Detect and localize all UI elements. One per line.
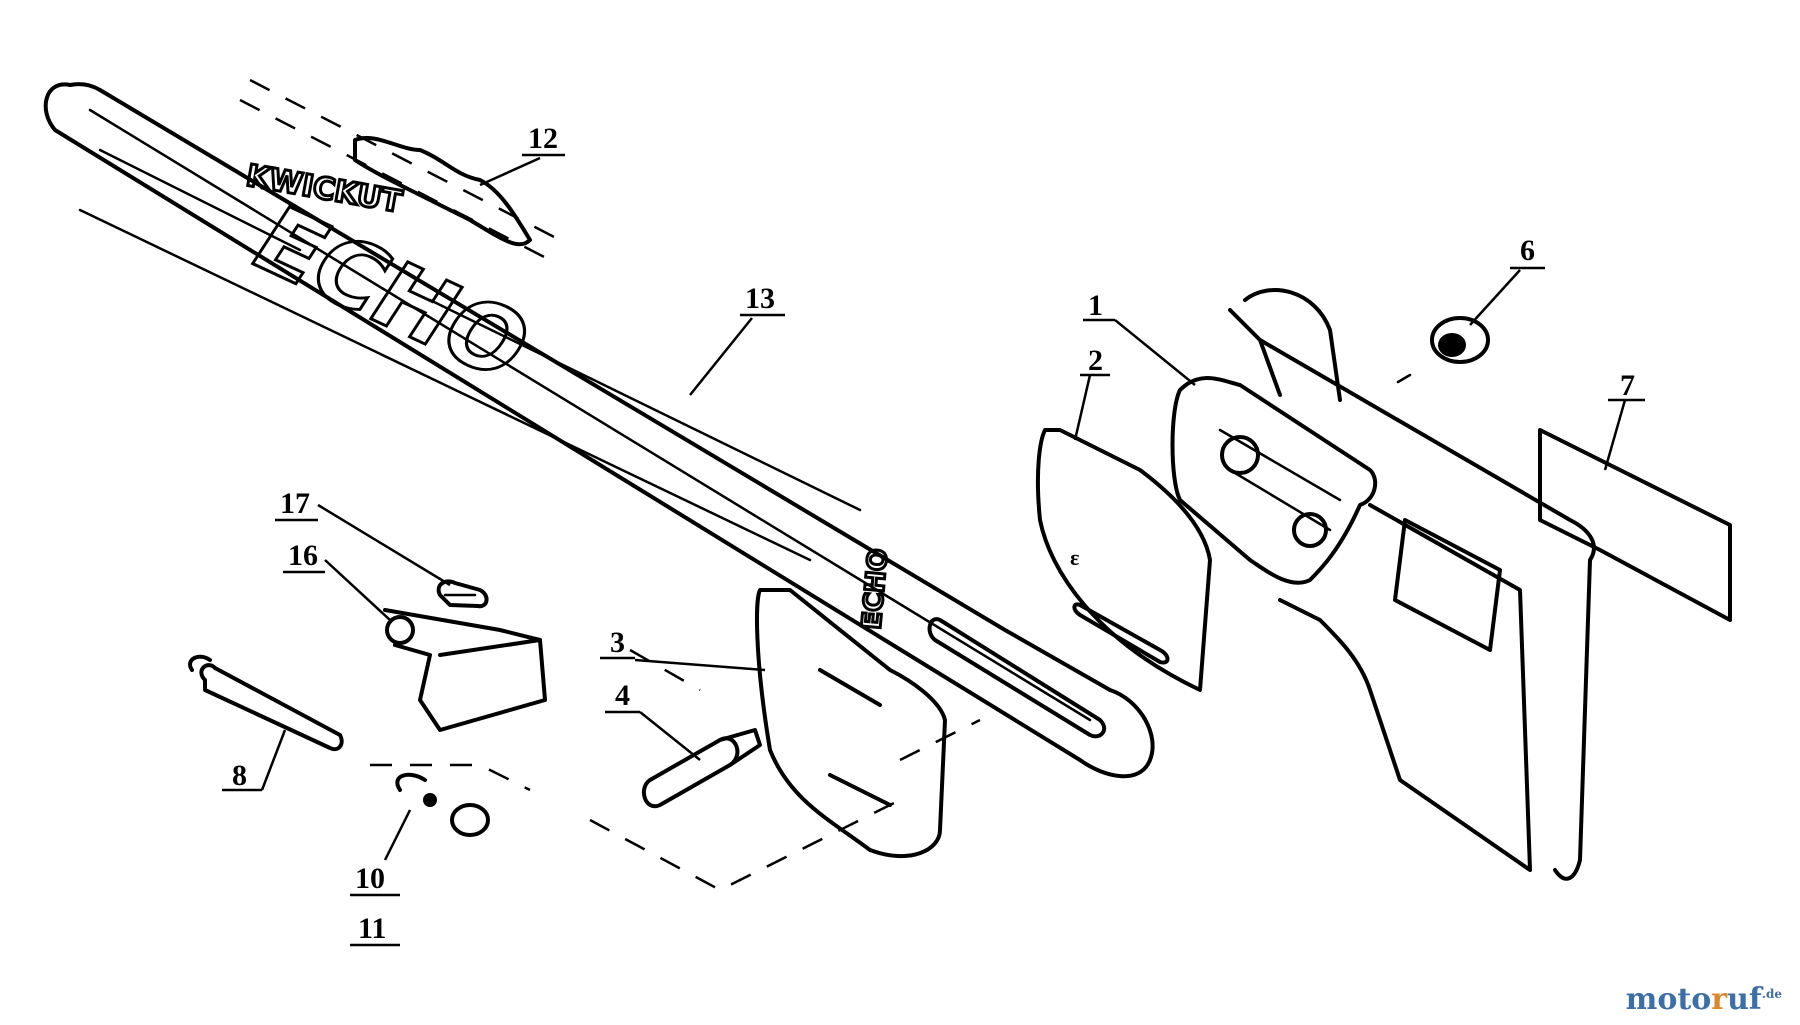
svg-text:13: 13 [745, 282, 775, 315]
watermark-suffix: .de [1761, 987, 1782, 1001]
callout-6: 6 [1469, 234, 1545, 326]
plate-brand: ECHO [857, 548, 894, 631]
callout-17: 17 [275, 487, 451, 587]
nut [1396, 316, 1490, 384]
svg-text:3: 3 [610, 626, 625, 659]
washer-and-nut [370, 763, 531, 837]
bar-brand-large: ECHO [233, 188, 551, 400]
callout-13: 13 [689, 282, 785, 396]
label-decal [1538, 428, 1732, 622]
callout-12: 12 [479, 122, 565, 187]
watermark-part1: moto [1625, 982, 1712, 1017]
saw-chain [239, 78, 561, 262]
inner-plate: ε [1035, 428, 1212, 692]
callout-7: 7 [1603, 369, 1645, 471]
svg-text:7: 7 [1620, 369, 1635, 402]
callout-4: 4 [605, 679, 701, 761]
svg-text:16: 16 [288, 539, 318, 572]
svg-text:17: 17 [280, 487, 310, 520]
svg-text:2: 2 [1088, 344, 1103, 377]
svg-text:10: 10 [355, 862, 385, 895]
callout-3: 3 [600, 626, 766, 672]
callout-16: 16 [283, 539, 391, 621]
callout-11: 11 [350, 912, 400, 947]
outer-plate: ECHO [755, 546, 947, 859]
callout-8: 8 [222, 729, 287, 792]
plate-mark: ε [1070, 545, 1079, 570]
svg-text:4: 4 [615, 679, 630, 712]
adjusting-pin [641, 728, 762, 809]
watermark-part3: uf [1727, 982, 1762, 1017]
svg-text:12: 12 [528, 122, 558, 155]
assembly-lines [589, 648, 981, 892]
watermark-part2: r [1711, 982, 1728, 1017]
scrench-tool [188, 654, 344, 752]
bolt [436, 579, 489, 609]
callout-1: 1 [1083, 289, 1196, 386]
sprocket-cover [1170, 288, 1596, 881]
guide-bar: KWICKUT ECHO [43, 82, 1155, 779]
callout-2: 2 [1073, 344, 1110, 441]
watermark-logo: motoruf.de [1626, 982, 1782, 1017]
callout-10: 10 [350, 809, 412, 897]
svg-text:11: 11 [358, 912, 386, 945]
chain-catcher [383, 608, 547, 732]
svg-text:8: 8 [232, 759, 247, 792]
svg-text:6: 6 [1520, 234, 1535, 267]
svg-text:1: 1 [1088, 289, 1103, 322]
